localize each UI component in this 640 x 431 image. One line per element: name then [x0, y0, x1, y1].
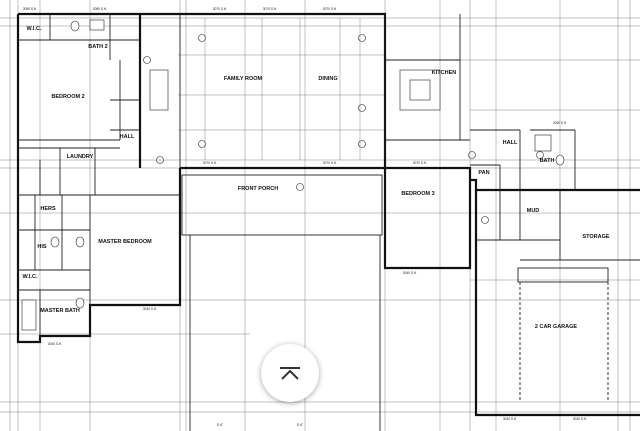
room-label-bath: BATH	[540, 158, 555, 164]
svg-text:3040 S.H.: 3040 S.H.	[48, 342, 62, 346]
svg-text:3040 S.H.: 3040 S.H.	[403, 271, 417, 275]
svg-text:3080 S.H.: 3080 S.H.	[23, 7, 37, 11]
exterior-walls	[16, 12, 640, 417]
scroll-up-button[interactable]	[261, 344, 319, 402]
room-label-laundry: LAUNDRY	[67, 154, 94, 160]
room-label-front-porch: FRONT PORCH	[238, 186, 278, 192]
section-markers	[143, 34, 544, 224]
svg-text:3070 S.H.: 3070 S.H.	[323, 7, 337, 11]
room-label-bedroom2: BEDROOM 2	[51, 94, 84, 100]
svg-text:3080 S.H.: 3080 S.H.	[93, 7, 107, 11]
interior-walls	[18, 14, 640, 342]
room-label-master-bath: MASTER BATH	[40, 308, 80, 314]
svg-text:3040 S.H.: 3040 S.H.	[573, 417, 587, 421]
room-label-family-room: FAMILY ROOM	[224, 76, 263, 82]
room-grid	[178, 18, 385, 160]
front-porch-outline	[181, 174, 383, 431]
room-label-garage: 2 CAR GARAGE	[535, 324, 578, 330]
room-label-his: HIS	[37, 244, 47, 250]
room-label-storage: STORAGE	[582, 234, 609, 240]
svg-text:3040 S.H.: 3040 S.H.	[143, 307, 157, 311]
chevron-up-icon	[280, 367, 300, 380]
svg-text:3040 S.H.: 3040 S.H.	[503, 417, 517, 421]
plumbing-fixtures	[21, 19, 565, 331]
room-label-mud: MUD	[527, 208, 540, 214]
room-label-master-bedroom: MASTER BEDROOM	[98, 239, 152, 245]
room-label-wic-top: W.I.C.	[27, 26, 42, 32]
room-label-pan: PAN	[478, 170, 489, 176]
room-label-bedroom3: BEDROOM 3	[401, 191, 434, 197]
room-label-dining: DINING	[318, 76, 337, 82]
svg-text:5'-6": 5'-6"	[217, 423, 223, 427]
room-label-hers: HERS	[40, 206, 56, 212]
room-label-bath2: BATH 2	[88, 44, 107, 50]
room-label-hall-right: HALL	[503, 140, 518, 146]
room-label-wic-bottom: W.I.C.	[23, 274, 38, 280]
svg-text:3070 S.H.: 3070 S.H.	[323, 161, 337, 165]
svg-text:3070 S.H.: 3070 S.H.	[203, 161, 217, 165]
room-label-hall-left: HALL	[120, 134, 135, 140]
svg-text:2060 S.H.: 2060 S.H.	[553, 121, 567, 125]
room-label-kitchen: KITCHEN	[432, 70, 456, 76]
svg-text:5'-6": 5'-6"	[297, 423, 303, 427]
room-labels: W.I.C. BATH 2 BEDROOM 2 HALL FAMILY ROOM…	[23, 26, 610, 330]
svg-text:3070 S.H.: 3070 S.H.	[213, 7, 227, 11]
svg-text:3070 S.H.: 3070 S.H.	[413, 161, 427, 165]
garage-door	[517, 267, 609, 400]
dimension-text: 3080 S.H. 3080 S.H. 3070 S.H. 3070 S.H. …	[23, 7, 587, 427]
svg-text:3070 S.H.: 3070 S.H.	[263, 7, 277, 11]
